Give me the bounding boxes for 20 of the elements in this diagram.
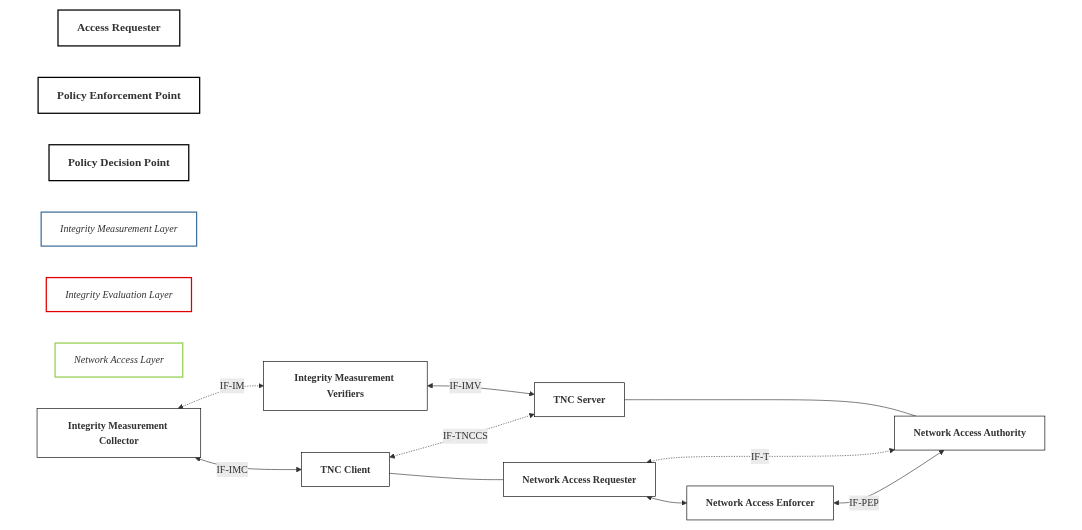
node-box: Integrity Measurement Layer <box>40 211 198 247</box>
connector <box>389 472 504 480</box>
node-box: Network Access Layer <box>54 342 184 378</box>
edge-label: IF-IMV <box>449 380 482 391</box>
node-box: Network Access Requester <box>503 462 656 497</box>
node-box: TNC Client <box>301 452 390 487</box>
edge-label: IF-PEP <box>849 497 879 508</box>
node-box: Integrity Evaluation Layer <box>45 276 193 313</box>
node-box: Integrity Measurement Verifiers <box>263 361 428 411</box>
edge-label: IF-TNCCS <box>442 430 488 442</box>
node-box: Network Access Authority <box>894 415 1046 451</box>
node-box: Network Access Enforcer <box>686 485 834 521</box>
node-box: TNC Server <box>534 382 625 418</box>
edge-label: IF-IM <box>219 380 245 391</box>
node-box: Integrity Measurement Collector <box>36 408 202 458</box>
node-box: Access Requester <box>57 9 181 47</box>
node-box: Policy Enforcement Point <box>37 76 201 114</box>
edge-label: IF-IMC <box>216 463 248 475</box>
node-box: Policy Decision Point <box>48 144 190 182</box>
edge-label: IF-T <box>750 450 770 462</box>
